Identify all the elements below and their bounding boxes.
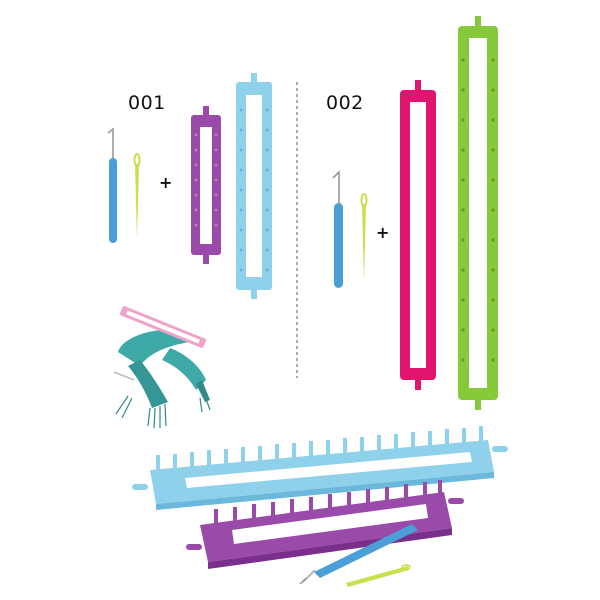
scarf-loom [120,306,206,348]
needle-icon-002 [360,193,368,282]
purple-small-loom [191,106,221,264]
set-label-001: 001 [128,92,166,114]
hook-icon-bottom [299,524,418,585]
blue-medium-loom [236,73,272,299]
plus-sign-002: + [376,223,390,242]
pink-loom [400,80,436,390]
hook-icon [107,127,117,243]
needle-icon-bottom [346,564,411,587]
plus-sign-001: + [159,173,173,192]
hook-icon-002 [332,170,343,288]
scarf-icon [113,306,211,429]
needle-icon [133,153,141,240]
green-loom [458,16,498,410]
set-label-002: 002 [326,92,364,114]
blue-3d-loom [132,426,508,510]
purple-3d-loom [186,480,464,569]
